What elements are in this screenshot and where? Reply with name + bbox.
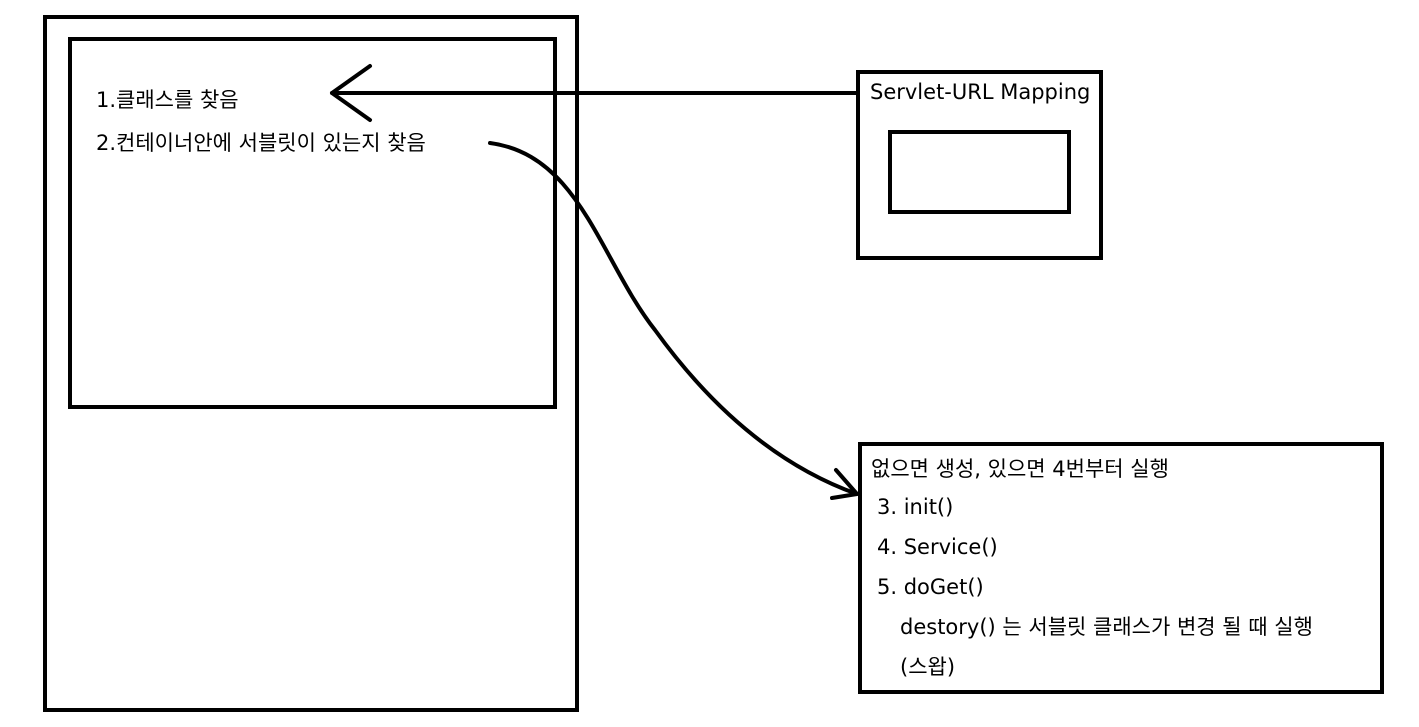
lifecycle-arrow-head — [830, 468, 859, 500]
mapping-inner-box — [888, 130, 1071, 214]
lifecycle-swap-label: (스왑) — [900, 655, 956, 679]
servlet-lifecycle-box — [858, 442, 1384, 694]
lifecycle-init-label: 3. init() — [877, 495, 954, 519]
lifecycle-doget-label: 5. doGet() — [877, 575, 984, 599]
lifecycle-header-label: 없으면 생성, 있으면 4번부터 실행 — [871, 457, 1169, 481]
lifecycle-destroy-label: destory() 는 서블릿 클래스가 변경 될 때 실행 — [900, 615, 1313, 639]
step-find-class-label: 1.클래스를 찾음 — [96, 88, 239, 112]
lifecycle-service-label: 4. Service() — [877, 535, 998, 559]
step-find-servlet-label: 2.컨테이너안에 서블릿이 있는지 찾음 — [96, 131, 426, 155]
servlet-url-mapping-label: Servlet-URL Mapping — [870, 80, 1091, 104]
